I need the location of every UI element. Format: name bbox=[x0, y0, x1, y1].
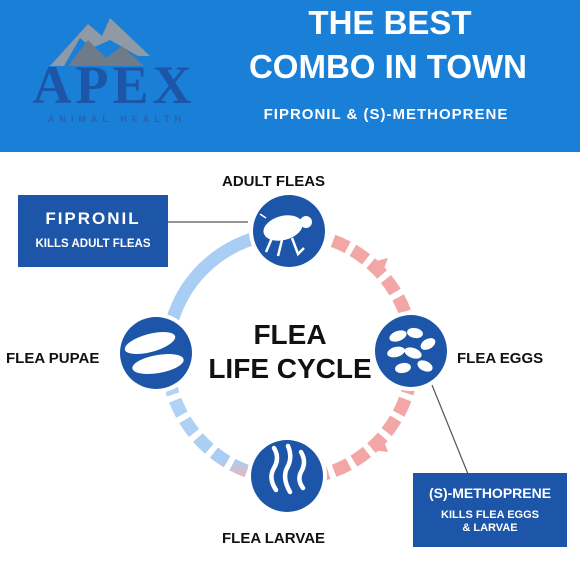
flea-pupae-node bbox=[116, 313, 196, 393]
methoprene-detail-line-1: KILLS FLEA EGGS bbox=[441, 509, 539, 521]
brand-tagline: ANIMAL HEALTH bbox=[47, 114, 187, 124]
header-banner: APEX ANIMAL HEALTH THE BEST COMBO IN TOW… bbox=[0, 0, 580, 152]
cycle-arrow-1 bbox=[372, 258, 388, 274]
flea-icon bbox=[259, 213, 312, 257]
headline-line-1: THE BEST bbox=[308, 4, 472, 41]
methoprene-detail-line-2: & LARVAE bbox=[462, 522, 518, 534]
product-subtitle: FIPRONIL & (S)-METHOPRENE bbox=[263, 106, 509, 123]
fipronil-callout: FIPRONIL KILLS ADULT FLEAS bbox=[18, 195, 168, 267]
label-flea-pupae: FLEA PUPAE bbox=[6, 350, 100, 367]
mountain-icon bbox=[50, 18, 150, 66]
label-adult-fleas: ADULT FLEAS bbox=[222, 173, 326, 190]
methoprene-detail: KILLS FLEA EGGS & LARVAE bbox=[413, 509, 567, 535]
fipronil-heading: FIPRONIL bbox=[45, 209, 141, 228]
methoprene-connector bbox=[431, 384, 469, 475]
fipronil-detail: KILLS ADULT FLEAS bbox=[35, 238, 151, 250]
label-flea-eggs: FLEA EGGS bbox=[457, 350, 544, 367]
pupae-icon bbox=[124, 332, 184, 374]
label-flea-larvae: FLEA LARVAE bbox=[222, 530, 326, 547]
headline-line-2: COMBO IN TOWN bbox=[248, 48, 528, 85]
methoprene-callout: (S)-METHOPRENE KILLS FLEA EGGS & LARVAE bbox=[413, 473, 567, 547]
methoprene-heading: (S)-METHOPRENE bbox=[428, 485, 552, 501]
diagram-title-line-1: FLEA bbox=[253, 319, 327, 350]
larvae-icon bbox=[269, 443, 307, 495]
adult-fleas-node bbox=[249, 191, 329, 271]
eggs-icon bbox=[387, 327, 436, 374]
diagram-title-line-2: LIFE CYCLE bbox=[208, 353, 372, 384]
flea-larvae-node bbox=[247, 436, 327, 516]
brand-name: APEX bbox=[32, 55, 196, 115]
flea-eggs-node bbox=[371, 311, 451, 391]
apex-logo: APEX ANIMAL HEALTH bbox=[10, 6, 210, 136]
diagram-title: FLEA LIFE CYCLE bbox=[190, 318, 390, 386]
cycle-arrow-2 bbox=[372, 436, 388, 452]
